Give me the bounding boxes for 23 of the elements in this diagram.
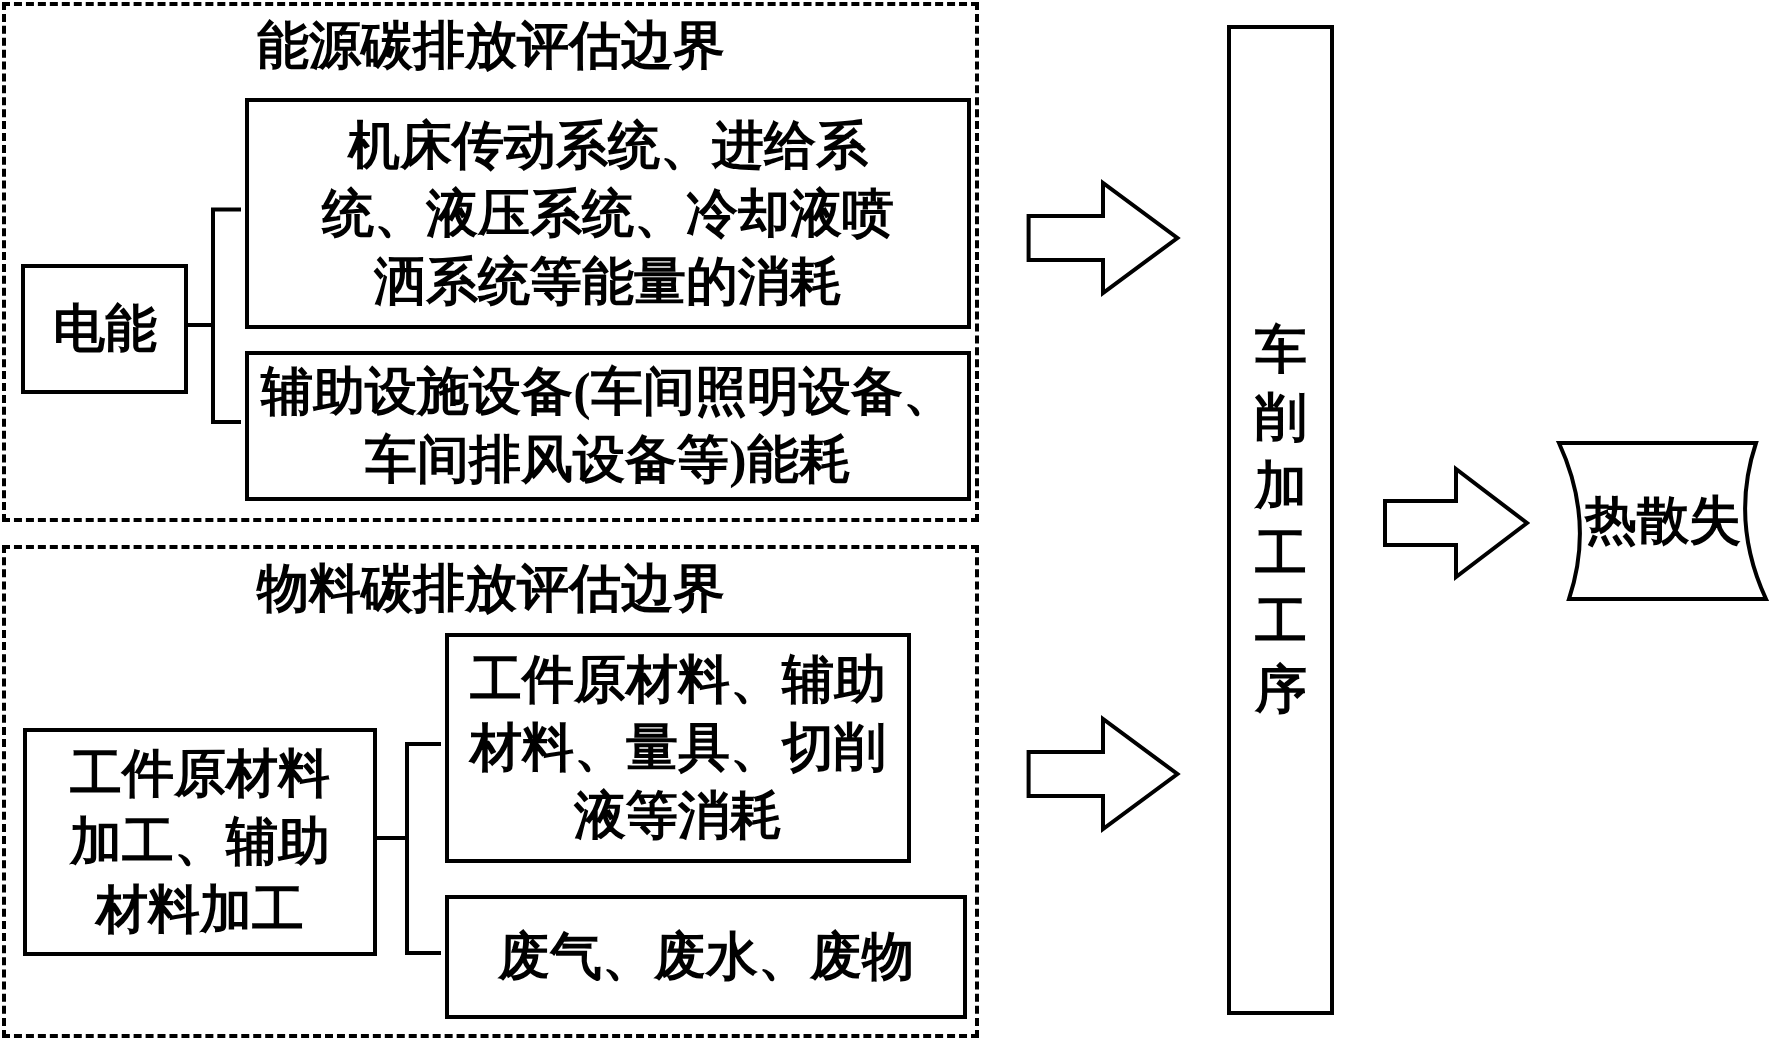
box-label: 车削加工工序: [1254, 320, 1307, 720]
process-box: [1227, 25, 1334, 1015]
box-label: 机床传动系统、进给系统、液压系统、冷却液喷洒系统等能量的消耗: [320, 115, 895, 312]
process-box: [245, 351, 971, 501]
boundary-title: 能源碳排放评估边界: [256, 16, 725, 76]
box-label: 工件原材料、辅助材料、量具、切削液等消耗: [467, 650, 887, 846]
box-label: 辅助设施设备(车间照明设备、车间排风设备等)能耗: [259, 362, 956, 490]
block-arrow: [1026, 179, 1181, 297]
box-label: 电能: [52, 299, 157, 359]
box-label: 热散失: [1584, 491, 1741, 551]
process-box: [23, 728, 377, 956]
process-box: [445, 633, 911, 863]
box-label: 废气、废水、废物: [498, 927, 914, 987]
boundary-title: 物料碳排放评估边界: [256, 559, 725, 619]
box-label: 工件原材料加工、辅助材料加工: [68, 744, 331, 940]
process-box: [245, 98, 971, 329]
scroll-shape: [1555, 439, 1770, 603]
block-arrow: [1026, 715, 1181, 833]
process-box: [21, 264, 188, 394]
process-box: [445, 895, 967, 1019]
boundary-box: [2, 2, 979, 522]
boundary-box: [2, 545, 979, 1038]
block-arrow: [1383, 464, 1531, 582]
